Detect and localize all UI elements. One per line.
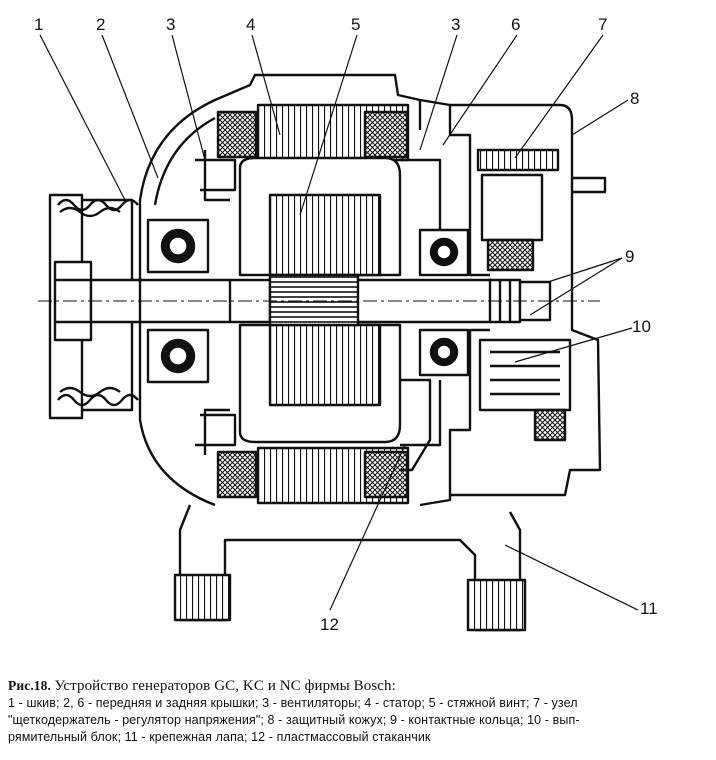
rear-fan xyxy=(400,158,442,447)
callout-label: 1 xyxy=(34,15,43,34)
front-cover xyxy=(138,73,422,507)
callout-label: 4 xyxy=(246,15,255,34)
figure-title: Устройство генераторов GC, KC и NC фирмы… xyxy=(54,678,396,694)
callout-label: 10 xyxy=(632,317,651,336)
callout-labels: 1 2 3 4 5 3 6 7 8 9 10 11 12 xyxy=(34,15,658,634)
mounting-lug xyxy=(173,504,527,632)
rear-cover xyxy=(419,98,490,507)
caption-title-line: Рис.18. Устройство генераторов GC, KC и … xyxy=(8,677,712,695)
callout-label: 5 xyxy=(351,15,360,34)
caption-legend-line: рямительный блок; 11 - крепежная лапа; 1… xyxy=(8,730,431,744)
callout-label: 2 xyxy=(96,15,105,34)
callout-label: 7 xyxy=(598,15,607,34)
rear-bearing xyxy=(418,228,470,377)
callout-label: 11 xyxy=(640,599,658,618)
leader-lines xyxy=(39,34,639,611)
plastic-cup xyxy=(400,378,432,472)
brush-holder-regulator xyxy=(476,148,560,272)
generator-cross-section-drawing: 1 2 3 4 5 3 6 7 8 9 10 11 12 xyxy=(34,15,658,634)
callout-label: 8 xyxy=(630,89,639,108)
front-fan xyxy=(195,158,237,447)
callout-label: 9 xyxy=(625,247,634,266)
caption-legend-line: 1 - шкив; 2, 6 - передняя и задняя крышк… xyxy=(8,696,578,710)
callout-label: 12 xyxy=(320,615,339,634)
figure-caption: Рис.18. Устройство генераторов GC, KC и … xyxy=(8,677,712,746)
callout-label: 6 xyxy=(511,15,520,34)
caption-legend-line: "щеткодержатель - регулятор напряжения";… xyxy=(8,713,580,727)
callout-label: 3 xyxy=(166,15,175,34)
rectifier-block xyxy=(478,338,572,442)
figure-number: Рис.18. xyxy=(8,678,51,693)
front-bearing xyxy=(146,218,210,384)
stator xyxy=(216,103,410,505)
rotor xyxy=(238,156,402,444)
protective-shield xyxy=(450,103,607,497)
callout-label: 3 xyxy=(451,15,460,34)
